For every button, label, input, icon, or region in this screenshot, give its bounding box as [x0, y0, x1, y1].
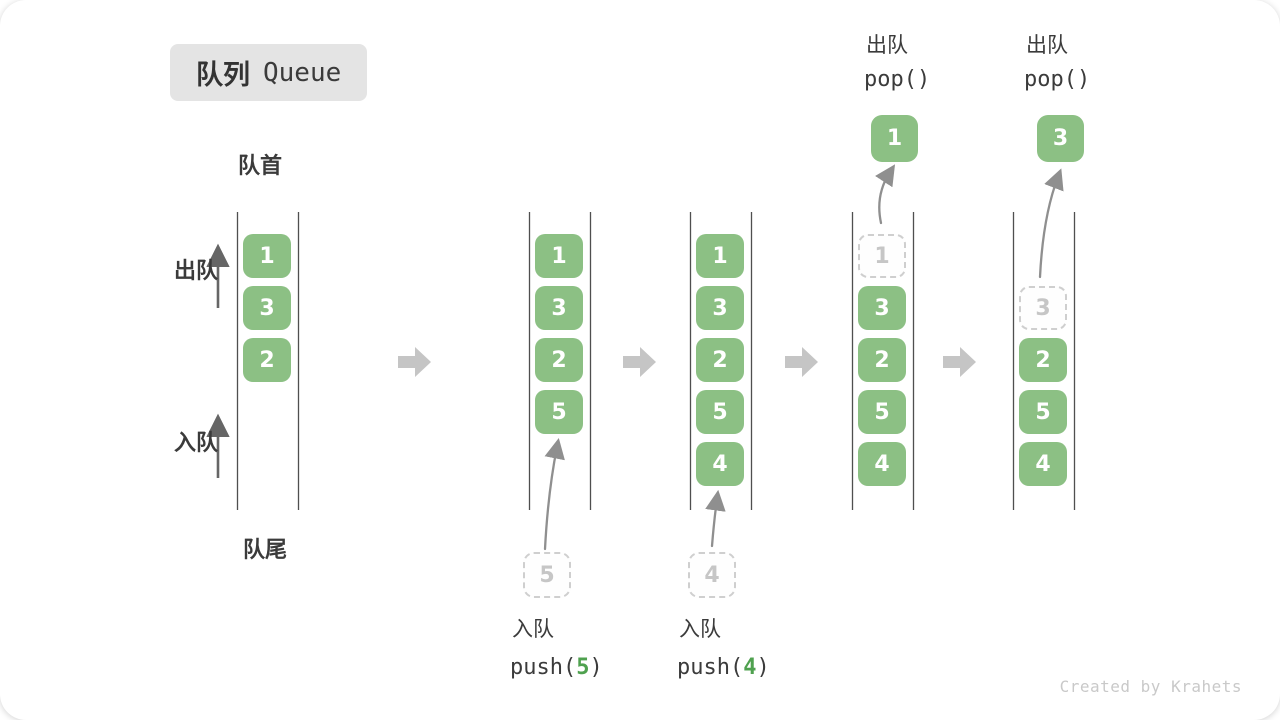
code-arg: 5 — [576, 655, 590, 680]
queue3-caption-zh: 入队 — [679, 618, 721, 641]
queue3-item: 4 — [696, 442, 744, 486]
queue1-item: 1 — [243, 234, 291, 278]
watermark: Created by Krahets — [1059, 677, 1242, 696]
code-arg: 4 — [743, 655, 757, 680]
queue4-caption-code: pop() — [864, 67, 931, 92]
queue3-item: 5 — [696, 390, 744, 434]
title-badge: 队列 Queue — [170, 44, 368, 101]
queue1-item: 3 — [243, 286, 291, 330]
queue5-ghost-item: 3 — [1019, 286, 1067, 330]
push4-pointer-arrow-icon — [705, 489, 726, 548]
queue3-pending-item: 4 — [688, 552, 736, 598]
queue2-item: 5 — [535, 390, 583, 434]
queue3-caption-code: push(4) — [677, 655, 770, 681]
flow-arrow-icon — [785, 347, 818, 377]
flow-arrow-icon — [398, 347, 431, 377]
label-queue-rear: 队尾 — [243, 537, 288, 562]
pop3-pointer-arrow-icon — [1038, 168, 1064, 279]
push5-pointer-arrow-icon — [543, 437, 565, 551]
queue5-item: 5 — [1019, 390, 1067, 434]
code-close: ) — [589, 655, 603, 680]
label-enqueue: 入队 — [174, 430, 219, 455]
queue-walls — [236, 212, 1076, 510]
code-close: ) — [756, 655, 770, 680]
queue4-ghost-item: 1 — [858, 234, 906, 278]
queue2-item: 2 — [535, 338, 583, 382]
queue5-caption-code: pop() — [1024, 67, 1091, 92]
queue4-popped-item: 1 — [871, 115, 918, 162]
title-en: Queue — [263, 57, 342, 88]
queue5-popped-item: 3 — [1037, 115, 1084, 162]
title-zh: 队列 — [196, 60, 250, 90]
queue3-item: 2 — [696, 338, 744, 382]
queue4-item: 3 — [858, 286, 906, 330]
queue3-item: 3 — [696, 286, 744, 330]
queue3-item: 1 — [696, 234, 744, 278]
code-fn: push( — [510, 655, 577, 680]
queue5-item: 4 — [1019, 442, 1067, 486]
queue2-item: 3 — [535, 286, 583, 330]
queue2-item: 1 — [535, 234, 583, 278]
queue2-caption-code: push(5) — [510, 655, 603, 681]
queue4-caption-zh: 出队 — [866, 34, 908, 57]
queue1-item: 2 — [243, 338, 291, 382]
label-dequeue: 出队 — [174, 258, 219, 283]
queue5-caption-zh: 出队 — [1026, 34, 1068, 57]
flow-arrows — [398, 347, 976, 377]
code-fn: push( — [677, 655, 744, 680]
label-queue-front: 队首 — [238, 153, 283, 178]
queue2-pending-item: 5 — [523, 552, 571, 598]
pop1-pointer-arrow-icon — [875, 164, 896, 225]
flow-arrow-icon — [943, 347, 976, 377]
queue4-item: 2 — [858, 338, 906, 382]
queue5-item: 2 — [1019, 338, 1067, 382]
queue4-item: 5 — [858, 390, 906, 434]
queue2-caption-zh: 入队 — [512, 618, 554, 641]
queue4-item: 4 — [858, 442, 906, 486]
flow-arrow-icon — [623, 347, 656, 377]
